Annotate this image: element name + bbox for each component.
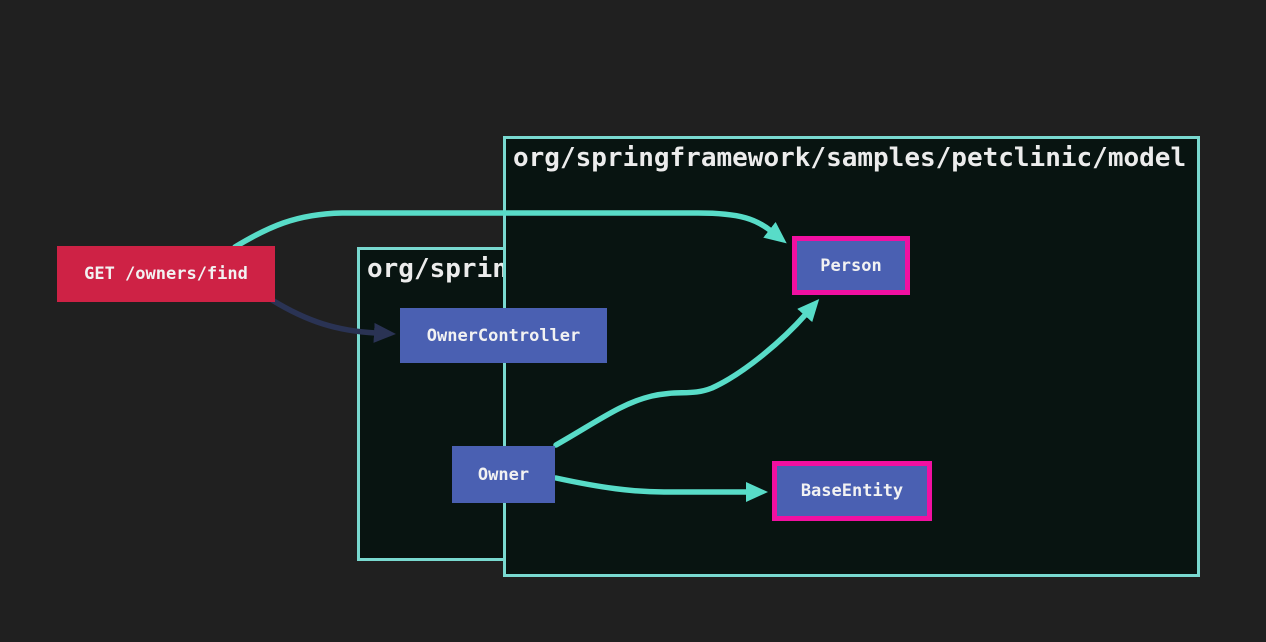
package-group-owner-title: org/sprin <box>367 254 508 284</box>
node-person[interactable]: Person <box>792 236 910 295</box>
node-owner[interactable]: Owner <box>452 446 555 503</box>
node-get-owners-find[interactable]: GET /owners/find <box>57 246 275 302</box>
node-base-entity[interactable]: BaseEntity <box>772 461 932 521</box>
package-group-model-title: org/springframework/samples/petclinic/mo… <box>513 143 1187 173</box>
node-owner-controller[interactable]: OwnerController <box>400 308 607 363</box>
